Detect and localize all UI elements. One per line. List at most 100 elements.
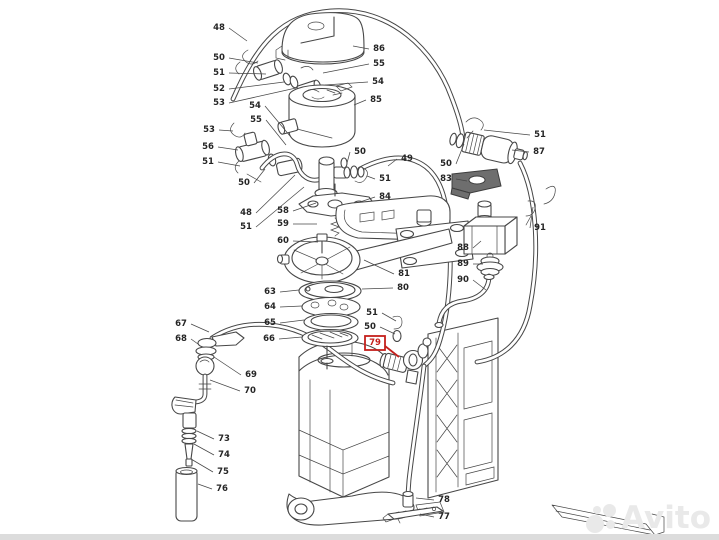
part-label-54-28: 54 <box>372 77 384 87</box>
part-label-89-47: 89 <box>457 259 469 269</box>
part-label-79-40: 79 <box>369 338 381 348</box>
leader-line-87-42 <box>511 149 530 153</box>
part-label-58-11: 58 <box>277 206 289 216</box>
part-label-49-33: 49 <box>401 154 413 164</box>
leader-line-63-14 <box>279 289 300 293</box>
disc-stack <box>298 280 362 370</box>
avito-watermark: Avito <box>586 503 711 534</box>
part-label-51-38: 51 <box>366 308 378 318</box>
part-label-50-43: 50 <box>440 159 452 169</box>
bottom-bar <box>0 534 719 540</box>
part-label-78-49: 78 <box>438 495 450 505</box>
leader-line-56-6 <box>217 146 239 151</box>
leader-line-70-21 <box>209 379 241 392</box>
leader-line-54-28 <box>324 81 369 86</box>
part-label-50-32: 50 <box>354 147 366 157</box>
part-label-51-41: 51 <box>534 130 546 140</box>
leader-line-69-20 <box>213 356 242 376</box>
leader-line-53-5 <box>218 129 234 132</box>
part-label-68-19: 68 <box>175 334 187 344</box>
leader-line-67-18 <box>190 323 210 333</box>
leader-line-79-40 <box>384 345 400 358</box>
leader-line-78-49 <box>415 497 435 501</box>
leader-line-50-32 <box>346 151 351 164</box>
part-label-54-30: 54 <box>249 101 261 111</box>
leader-line-77-50 <box>419 513 435 518</box>
part-label-90-48: 90 <box>457 275 469 285</box>
part-label-84-35: 84 <box>379 192 391 202</box>
part-label-85-29: 85 <box>370 95 382 105</box>
part-label-63-14: 63 <box>264 287 276 297</box>
s-hose <box>259 151 324 183</box>
drain-fitting <box>382 490 444 524</box>
part-label-51-7: 51 <box>202 157 214 167</box>
part-label-50-8: 50 <box>238 178 250 188</box>
leader-line-68-19 <box>190 338 199 345</box>
valve-assembly-79 <box>379 315 432 385</box>
valve-elbow <box>434 252 504 329</box>
leader-line-51-10 <box>255 186 305 228</box>
highlight-box-79 <box>364 335 386 351</box>
leader-line-50-1 <box>228 57 259 64</box>
leader-line-49-33 <box>387 158 398 167</box>
leader-line-75-24 <box>190 458 214 473</box>
leader-line-88-46 <box>472 240 482 249</box>
leader-line-60-13 <box>292 240 319 243</box>
part-label-50-1: 50 <box>213 53 225 63</box>
leader-line-91-45 <box>529 206 534 229</box>
part-label-55-31: 55 <box>250 115 262 125</box>
part-label-50-39: 50 <box>364 322 376 332</box>
leader-line-50-39 <box>379 326 396 335</box>
leader-line-80-37 <box>361 287 394 290</box>
pump <box>449 131 528 165</box>
part-label-60-13: 60 <box>277 236 289 246</box>
diagram-artwork <box>171 8 665 536</box>
steam-tap <box>184 331 245 405</box>
leader-line-53-4 <box>228 87 297 104</box>
part-label-87-42: 87 <box>533 147 545 157</box>
part-label-64-15: 64 <box>264 302 276 312</box>
leader-line-81-36 <box>363 259 395 275</box>
part-label-59-12: 59 <box>277 219 289 229</box>
leader-line-76-25 <box>197 483 213 490</box>
boiler-cover <box>275 12 365 65</box>
part-label-70-21: 70 <box>244 386 256 396</box>
leader-line-48-0 <box>228 27 248 42</box>
part-label-81-36: 81 <box>398 269 410 279</box>
wire-clips <box>525 185 556 226</box>
steam-wand <box>171 396 198 522</box>
part-label-66-17: 66 <box>263 334 275 344</box>
part-label-91-45: 91 <box>534 223 546 233</box>
leader-line-84-35 <box>359 196 376 203</box>
part-label-56-6: 56 <box>202 142 214 152</box>
leader-line-83-44 <box>455 178 468 182</box>
boiler <box>277 82 356 148</box>
part-label-52-3: 52 <box>213 84 225 94</box>
leader-line-51-2 <box>228 72 267 75</box>
leader-line-74-23 <box>193 443 215 456</box>
leader-line-48-9 <box>255 174 296 214</box>
leader-line-51-38 <box>381 312 397 322</box>
leader-line-55-27 <box>322 63 370 74</box>
leader-line-64-15 <box>279 305 303 308</box>
leader-line-55-31 <box>265 119 287 146</box>
part-label-86-26: 86 <box>373 44 385 54</box>
part-label-48-0: 48 <box>213 23 225 33</box>
pump-clip <box>465 117 484 139</box>
part-label-51-10: 51 <box>240 222 252 232</box>
part-label-88-46: 88 <box>457 243 469 253</box>
leader-line-85-29 <box>353 99 367 106</box>
leader-line-90-48 <box>472 279 487 291</box>
part-label-73-22: 73 <box>218 434 230 444</box>
leader-line-50-43 <box>455 143 465 165</box>
part-label-74-23: 74 <box>218 450 230 460</box>
brew-ring <box>276 228 453 284</box>
leader-line-65-16 <box>279 319 305 324</box>
leader-line-66-17 <box>278 336 303 340</box>
part-label-55-27: 55 <box>373 59 385 69</box>
tee-fitting <box>314 156 368 199</box>
leader-line-51-34 <box>366 175 376 180</box>
part-label-48-9: 48 <box>240 208 252 218</box>
